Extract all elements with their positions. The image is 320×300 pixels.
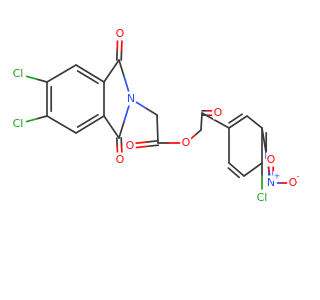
atom-o-nitro-right: O	[289, 176, 298, 189]
label-halo	[126, 91, 136, 106]
label-halo	[125, 138, 136, 153]
label-halo	[296, 171, 300, 181]
bond-c10-o3-1-a	[146, 139, 159, 143]
label-halo	[266, 152, 277, 167]
bond-c17-c18-2	[227, 167, 240, 179]
bond-c1-cl1-b	[25, 75, 38, 81]
atom-o-imide-top: O	[116, 27, 125, 40]
bond-c10-o3-2-a	[146, 144, 160, 148]
bond-o4-c11-a	[190, 133, 197, 140]
label-halo	[181, 135, 192, 150]
label-halo	[288, 175, 299, 190]
atom-o-imide-bottom: O	[116, 153, 125, 166]
label-halo	[256, 190, 268, 205]
label-halo	[12, 66, 24, 81]
atom-n-imide: N	[127, 92, 135, 105]
bonds	[25, 39, 288, 190]
bond-c4-c8	[103, 115, 120, 139]
label-halo	[266, 175, 276, 190]
bond-c17-c18-1	[228, 162, 245, 177]
bond-c7-n1-b	[123, 75, 130, 94]
bond-c6-c1	[46, 64, 77, 83]
bond-c15-n2-a	[261, 127, 267, 154]
atom-o-ester: O	[182, 136, 191, 149]
bond-c5-c6-2	[76, 70, 99, 85]
bond-c7-n1-a	[118, 59, 125, 78]
atom-o-nitro-top: O	[267, 153, 276, 166]
label-halo	[115, 26, 126, 41]
bond-c16-c17	[243, 162, 263, 177]
bond-c12-c13	[201, 112, 230, 129]
bond-c1-cl1-a	[35, 78, 48, 83]
atom-cl-top-left: Cl	[13, 67, 24, 80]
bond-c13-c14-1	[228, 115, 248, 129]
label-halo	[115, 152, 126, 167]
bond-n1-c9-a	[135, 101, 148, 110]
bond-c2-cl2-b	[25, 117, 38, 123]
atom-o-ester-carbonyl: O	[126, 139, 135, 152]
bond-c10-o3-2-b	[135, 145, 149, 149]
bond-n1-c9-b	[145, 107, 158, 116]
bond-c8-n1-a	[118, 120, 125, 139]
bond-c3-c4-1	[75, 115, 105, 134]
bond-c8-n1-b	[123, 104, 130, 123]
bond-c9-c10	[156, 114, 159, 144]
bond-o4-c11-b	[195, 129, 202, 136]
bond-c13-c14-2	[228, 113, 243, 124]
bond-c2-cl2-a	[35, 115, 48, 120]
bond-c10-o3-1-b	[135, 141, 148, 144]
bond-c2-c3	[46, 115, 77, 134]
label-halo	[273, 171, 281, 181]
bond-c5-c6-1	[75, 64, 105, 83]
label-halo	[12, 116, 24, 131]
atom-cl-bottom-right: Cl	[257, 191, 268, 204]
label-halo	[213, 105, 224, 120]
charge-nitro-plus: +	[274, 172, 281, 181]
bond-c5-c7	[103, 59, 120, 83]
bond-c14-c15	[246, 115, 263, 129]
atom-n-nitro: N	[267, 176, 275, 189]
bond-c3-c4-2	[76, 113, 99, 128]
atom-cl-bottom-left: Cl	[13, 117, 24, 130]
atom-o-ketone: O	[214, 106, 223, 119]
charge-nitro-minus: -	[297, 172, 300, 181]
